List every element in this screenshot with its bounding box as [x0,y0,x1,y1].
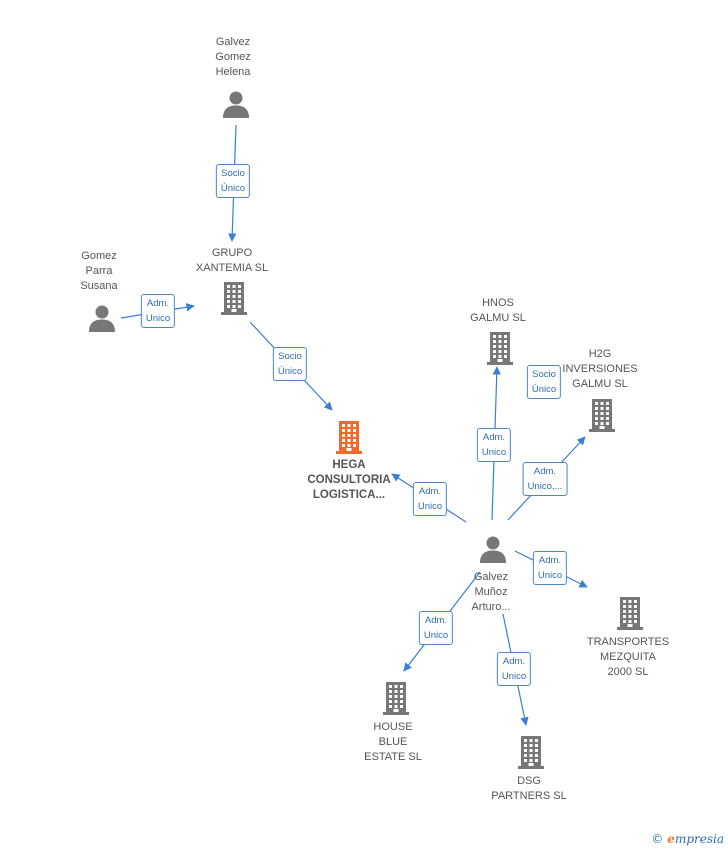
node-label-line: 2000 SL [607,666,649,678]
building-icon[interactable] [219,280,249,321]
building-icon[interactable] [587,397,617,438]
edge-label-e4[interactable]: Adm. Unico [412,482,448,516]
edge-label-e8[interactable]: Adm. Unico [532,551,568,585]
node-label-hnos-galmu[interactable]: HNOS GALMU SL [470,296,526,326]
edge-label-line: Unico [417,501,443,512]
edge-label-e9[interactable]: Adm. Unico [418,611,454,645]
edge-label-line: Unico [423,630,449,641]
node-label-line: Muñoz [474,586,508,598]
node-label-line: HNOS [482,297,514,309]
edge-label-line: Socio [532,369,556,380]
node-label-line: GALMU SL [470,312,526,324]
node-label-line: INVERSIONES [562,363,638,375]
node-label-h2g[interactable]: H2G INVERSIONES GALMU SL [562,347,637,392]
edge-label-line: Adm. [533,466,557,477]
node-label-line: Arturo... [471,601,511,613]
node-label-line: Gomez [215,51,251,63]
edge-label-line: Adm. [418,486,442,497]
node-label-line: HOUSE [373,721,413,733]
node-label-line: Galvez [215,36,251,48]
node-label-line: H2G [588,348,612,360]
edge-label-e2[interactable]: Adm. Unico [140,294,176,328]
edge-label-line: Único [531,384,557,395]
node-label-transportes[interactable]: TRANSPORTES MEZQUITA 2000 SL [587,635,669,680]
node-label-line: TRANSPORTES [586,636,670,648]
edge-label-line: Adm. [424,615,448,626]
person-icon[interactable] [87,303,117,338]
node-label-line: CONSULTORIA [307,474,391,486]
node-label-dsg-partners[interactable]: DSG PARTNERS SL [491,774,566,804]
empresia-watermark: ©empresia [651,832,724,846]
edge-label-e5[interactable]: Adm. Unico [476,428,512,462]
building-icon[interactable] [615,595,645,636]
node-label-line: GALMU SL [572,378,628,390]
node-label-line: DSG [517,775,541,787]
node-label-grupo-xantemia[interactable]: GRUPO XANTEMIA SL [196,246,268,276]
node-label-line: PARTNERS SL [491,790,567,802]
edge-label-line: Adm. [146,298,170,309]
node-label-line: Galvez [473,571,509,583]
person-icon[interactable] [221,89,251,124]
node-label-line: BLUE [378,736,408,748]
edge-label-line: Socio [221,168,245,179]
edge-label-line: Unico [537,570,563,581]
edge-label-line: Único [277,366,303,377]
node-label-house-blue[interactable]: HOUSE BLUE ESTATE SL [364,720,422,765]
person-icon[interactable] [478,534,508,569]
building-icon[interactable] [516,734,546,775]
node-label-hega[interactable]: HEGA CONSULTORIA LOGISTICA... [307,458,390,503]
building-icon[interactable] [381,680,411,721]
node-label-line: MEZQUITA [599,651,656,663]
edge-label-line: Único [220,183,246,194]
copyright-icon: © [651,832,664,846]
node-label-line: LOGISTICA... [312,489,386,501]
node-label-line: Parra [85,265,113,277]
node-label-line: Susana [80,280,118,292]
building-icon[interactable] [485,330,515,371]
edge-label-line: Unico,... [527,481,563,492]
node-label-line: Helena [215,66,251,78]
building-icon[interactable] [334,419,364,460]
edge-label-e7[interactable]: Adm. Unico,... [522,462,568,496]
node-label-line: GRUPO [211,247,253,259]
edge-label-line: Unico [145,313,171,324]
edge-label-line: Adm. [482,432,506,443]
node-label-line: Gomez [81,250,117,262]
node-label-line: HEGA [332,459,366,471]
edge-label-line: Unico [481,447,507,458]
node-label-line: XANTEMIA SL [195,262,269,274]
edge-label-line: Unico [501,671,527,682]
edge-label-line: Socio [278,351,302,362]
edge-label-line: Adm. [502,656,526,667]
edge-label-line: Adm. [538,555,562,566]
node-label-line: ESTATE SL [364,751,422,763]
edge-label-e10[interactable]: Adm. Unico [496,652,532,686]
